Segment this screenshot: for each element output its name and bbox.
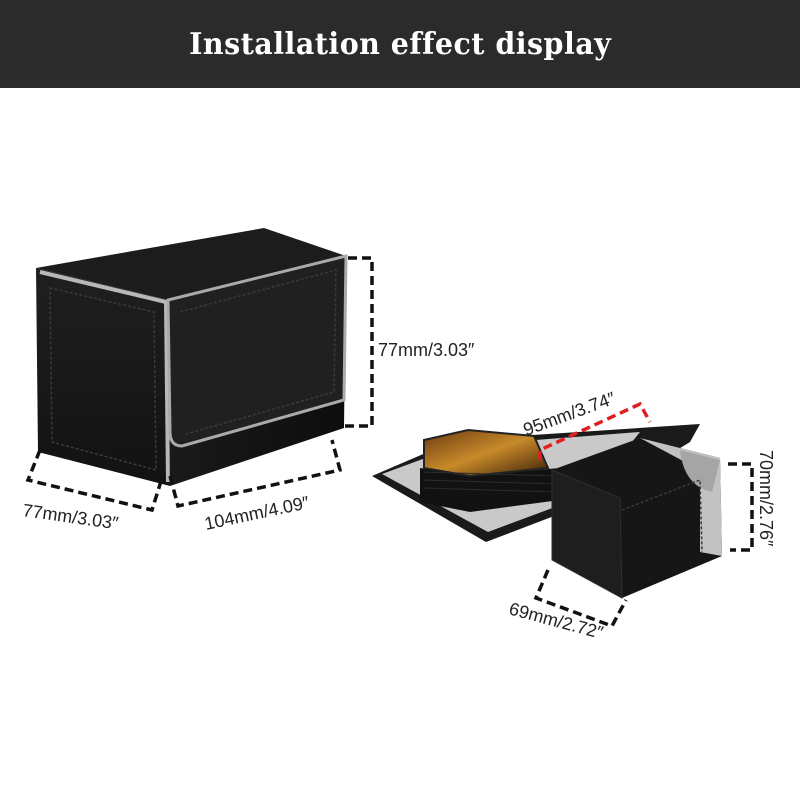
product-scene: 77mm/3.03″ 77mm/3.03″ 104mm/4.09″ 95mm/3… <box>21 228 776 643</box>
label-open-height: 70mm/2.76″ <box>756 450 776 547</box>
closed-box-dimension-lines <box>25 256 374 513</box>
label-open-width: 69mm/2.72″ <box>507 599 606 643</box>
box-front-stitch <box>49 287 157 471</box>
box-flap <box>166 254 348 448</box>
box-front-face <box>36 268 170 486</box>
box-top-face <box>36 228 346 300</box>
banner-title: Installation effect display <box>188 26 612 62</box>
dim-line-closed-depth <box>25 449 164 513</box>
open-box-dimension-lines <box>533 401 754 629</box>
dim-line-open-width <box>533 569 628 629</box>
label-closed-depth: 77mm/3.03″ <box>21 500 120 533</box>
dim-line-card-length <box>538 401 652 460</box>
header-banner: Installation effect display <box>0 0 800 88</box>
box-front-trim <box>39 270 170 483</box>
dim-line-closed-width <box>168 439 343 509</box>
open-deck-box <box>372 424 722 599</box>
tray-thumb-notch <box>640 440 720 492</box>
dim-line-open-height <box>728 462 754 552</box>
label-closed-height: 77mm/3.03″ <box>378 340 475 360</box>
closed-deck-box <box>36 228 348 486</box>
tray-front <box>551 469 623 599</box>
card-art <box>423 428 550 478</box>
